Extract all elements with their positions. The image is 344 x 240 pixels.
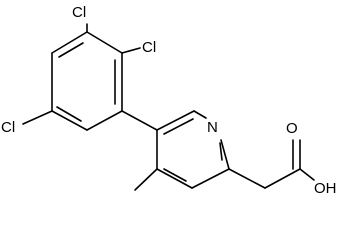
double-bond-inner — [56, 106, 82, 122]
biaryl-bond — [121, 110, 158, 131]
bond — [86, 110, 123, 131]
nitrogen-label: N — [207, 119, 218, 136]
pyridine-ring — [156, 110, 230, 189]
ch2-bond — [228, 168, 266, 189]
bond-cl-left — [22, 110, 53, 125]
chemical-structure-canvas: Cl Cl Cl N O OH — [1, 4, 337, 197]
chlorine-label-right: Cl — [142, 39, 156, 56]
oxygen-label: O — [286, 120, 298, 137]
molecule-diagram: Cl Cl Cl N O OH — [1, 4, 337, 197]
hydroxyl-bond — [299, 168, 315, 181]
bond — [51, 31, 88, 54]
chlorine-label-top: Cl — [72, 4, 86, 21]
carboxyl-bond — [264, 168, 301, 189]
methyl-bond — [134, 168, 158, 191]
double-bond-inner — [219, 142, 223, 161]
trichlorophenyl-ring — [51, 31, 123, 131]
bond — [191, 168, 230, 189]
hydroxyl-label: OH — [314, 180, 337, 197]
bond — [86, 31, 123, 54]
chlorine-label-left: Cl — [1, 119, 15, 136]
bond — [156, 168, 193, 189]
double-bond-inner — [163, 118, 194, 135]
bond — [220, 139, 230, 170]
bond-cl-right — [121, 47, 141, 54]
bond — [193, 110, 207, 119]
bond — [51, 110, 88, 131]
bond — [156, 110, 195, 131]
double-bond-inner — [163, 168, 187, 182]
double-bond-inner — [58, 42, 84, 58]
